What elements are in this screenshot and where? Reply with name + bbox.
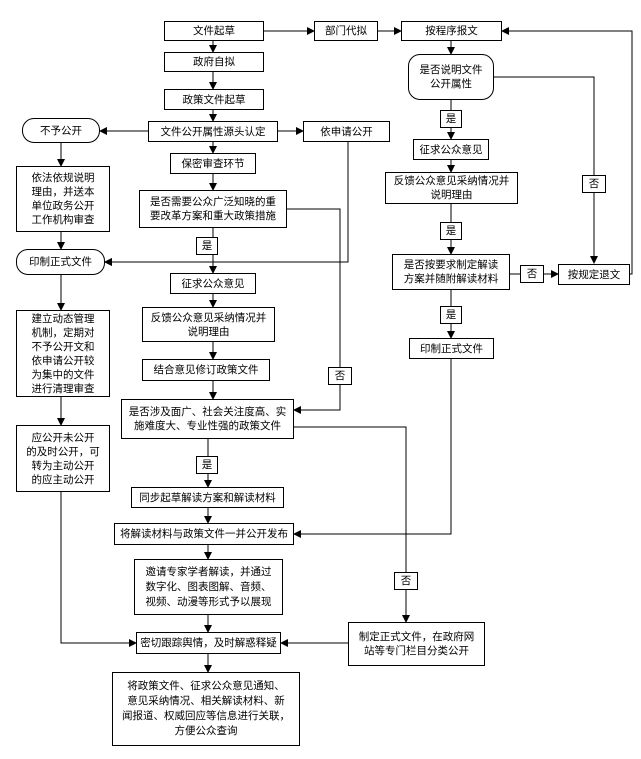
node-zhengqiu-yijian-m: 征求公众意见 bbox=[170, 273, 256, 294]
node-shifou-shuoming-gongkai: 是否说明文件 公开属性 bbox=[408, 54, 494, 100]
node-gongkai-shuxing-rending: 文件公开属性源头认定 bbox=[148, 121, 278, 142]
node-zhengfu-zini: 政府自拟 bbox=[164, 52, 264, 72]
node-fankui-r: 反馈公众意见采纳情况并 说明理由 bbox=[385, 172, 518, 204]
node-zhiding-zhengshi: 制定正式文件，在政府网 站等专门栏目分类公开 bbox=[348, 622, 485, 666]
node-jiehe-xiuding: 结合意见修订政策文件 bbox=[142, 359, 270, 381]
label-shi-5: 是 bbox=[196, 456, 218, 474]
node-yinzhi-zhengshi-left: 印制正式文件 bbox=[16, 249, 105, 275]
node-zhengqiu-yijian-r: 征求公众意见 bbox=[413, 139, 489, 160]
label-shi-3: 是 bbox=[440, 222, 462, 240]
arrow-yishenqing-to-yinzhi bbox=[104, 142, 349, 266]
label-fou-1: 否 bbox=[582, 175, 606, 193]
node-shifou-zhiguang: 是否需要公众广泛知晓的重 要改革方案和重大政策措施 bbox=[139, 190, 287, 228]
node-zhengce-wenjian-qicao: 政策文件起草 bbox=[164, 89, 264, 110]
arrow-yinzhi-r-to-fabu bbox=[293, 359, 452, 538]
node-wenjian-qicao: 文件起草 bbox=[164, 21, 264, 41]
node-shifou-sheji: 是否涉及面广、社会关注度高、实 施难度大、专业性强的政策文件 bbox=[121, 399, 294, 439]
node-bu-yu-gongkai: 不予公开 bbox=[22, 118, 100, 143]
node-yifa-yigui: 依法依规说明 理由，并送本 单位政务公开 工作机构审查 bbox=[16, 166, 110, 232]
node-jianli-dongtai: 建立动态管理 机制，定期对 不予公开文和 依申请公开较 为集中的文件 进行清理审… bbox=[16, 310, 110, 397]
node-yaoqing-zhuanjia: 邀请专家学者解读，并通过 数字化、图表图解、音频、 视频、动漫等形式予以展现 bbox=[134, 559, 283, 615]
node-baomi-shencha: 保密审查环节 bbox=[170, 153, 256, 174]
node-bumen-daini: 部门代拟 bbox=[314, 21, 378, 41]
node-fankui-m: 反馈公众意见采纳情况并 说明理由 bbox=[142, 307, 275, 342]
arrow-tuiwen-to-baowen bbox=[501, 27, 633, 275]
node-an-chengxu-baowen: 按程序报文 bbox=[401, 21, 502, 41]
label-shi-4: 是 bbox=[440, 306, 462, 324]
node-ying-gongkai: 应公开未公开 的及时公开，可 转为主动公开 的应主动公开 bbox=[16, 425, 110, 492]
node-tongbu-qicao: 同步起草解读方案和解读材料 bbox=[131, 487, 284, 508]
node-mieqie-genzong: 密切跟踪舆情，及时解惑释疑 bbox=[136, 632, 281, 654]
label-shi-2: 是 bbox=[196, 237, 218, 255]
label-shi-1: 是 bbox=[440, 110, 462, 128]
arrow-shifousheji-no-to-zhiding bbox=[294, 426, 410, 623]
arrow-ying-to-mieqie bbox=[60, 492, 137, 647]
node-an-guiding-tuiwen: 按规定退文 bbox=[558, 264, 630, 285]
label-fou-4: 否 bbox=[394, 572, 418, 590]
label-fou-2: 否 bbox=[520, 265, 544, 283]
node-shifou-anyaoqiu: 是否按要求制定解读 方案并随附解读材料 bbox=[392, 254, 510, 290]
node-yi-shenqing-gongkai: 依申请公开 bbox=[303, 121, 390, 142]
label-fou-3: 否 bbox=[328, 367, 352, 385]
node-jiang-zhengce-guanlian: 将政策文件、征求公众意见通知、 意见采纳情况、相关解读材料、新 闻报道、权威回应… bbox=[112, 672, 300, 746]
arrow-shifouzhiguang-no-path bbox=[287, 208, 341, 414]
arrow-shuoming-no-to-tuiwen bbox=[494, 76, 598, 264]
node-jiang-jiedu-fabu: 将解读材料与政策文件一并公开发布 bbox=[114, 523, 294, 545]
node-yinzhi-zhengshi-right: 印制正式文件 bbox=[409, 338, 494, 359]
